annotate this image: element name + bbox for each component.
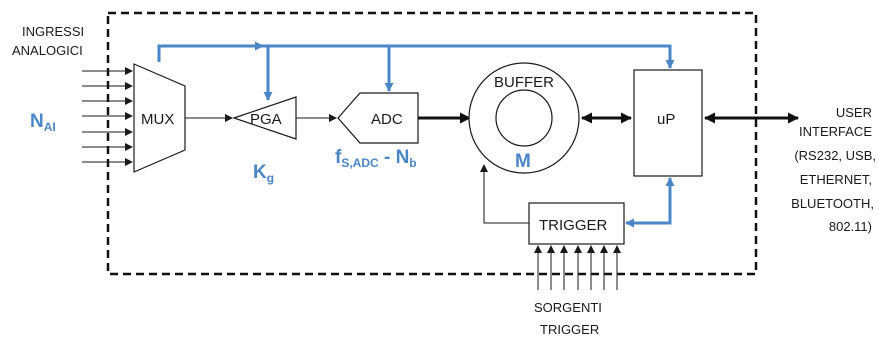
n-ai-main: N bbox=[30, 111, 44, 132]
ui-line-5: BLUETOOTH, bbox=[791, 196, 874, 211]
kg-main: K bbox=[253, 162, 267, 183]
kg-sub: g bbox=[267, 171, 274, 185]
inputs-label-1: INGRESSI bbox=[22, 24, 84, 39]
fs-sep: - bbox=[379, 147, 396, 168]
fs-adc-nb-label: fS,ADC - Nb bbox=[335, 147, 417, 170]
control-bus-main bbox=[157, 44, 675, 69]
trigger-sources-label-2: TRIGGER bbox=[540, 322, 599, 337]
up-label: uP bbox=[657, 111, 675, 128]
trigger-sources-label-1: SORGENTI bbox=[534, 300, 602, 315]
adc-label: ADC bbox=[371, 111, 403, 128]
mux-block bbox=[133, 63, 186, 173]
pga-label: PGA bbox=[250, 111, 282, 128]
ui-line-4: ETHERNET, bbox=[800, 172, 872, 187]
ui-line-3: (RS232, USB, bbox=[794, 148, 876, 163]
buffer-m-label: M bbox=[515, 151, 531, 172]
buffer-label: BUFFER bbox=[494, 74, 554, 91]
up-block bbox=[633, 69, 703, 177]
buffer-inner-ring bbox=[495, 89, 553, 147]
trigger-label: TRIGGER bbox=[539, 217, 608, 234]
trigger-to-buffer bbox=[480, 164, 529, 224]
fs-main: f bbox=[335, 147, 342, 168]
nb-sub: b bbox=[409, 156, 416, 170]
control-bus-up-trigger bbox=[625, 177, 675, 228]
user-interface-label: USER INTERFACE (RS232, USB, ETHERNET, BL… bbox=[791, 105, 876, 234]
ui-line-1: USER bbox=[836, 105, 872, 120]
mux-label: MUX bbox=[141, 111, 174, 128]
nb-main: N bbox=[396, 147, 410, 168]
ui-line-2: INTERFACE bbox=[799, 124, 872, 139]
analog-input-lines bbox=[82, 67, 133, 166]
n-ai-sub: AI bbox=[44, 120, 56, 134]
control-bus-to-adc bbox=[361, 44, 394, 92]
inputs-label-2: ANALOGICI bbox=[12, 43, 83, 58]
ui-line-6: 802.11) bbox=[829, 219, 872, 234]
trigger-source-lines bbox=[534, 245, 621, 290]
n-ai-label: NAI bbox=[30, 111, 56, 134]
control-bus bbox=[157, 41, 675, 228]
kg-label: Kg bbox=[253, 162, 274, 185]
fs-sub: S,ADC bbox=[341, 156, 379, 170]
